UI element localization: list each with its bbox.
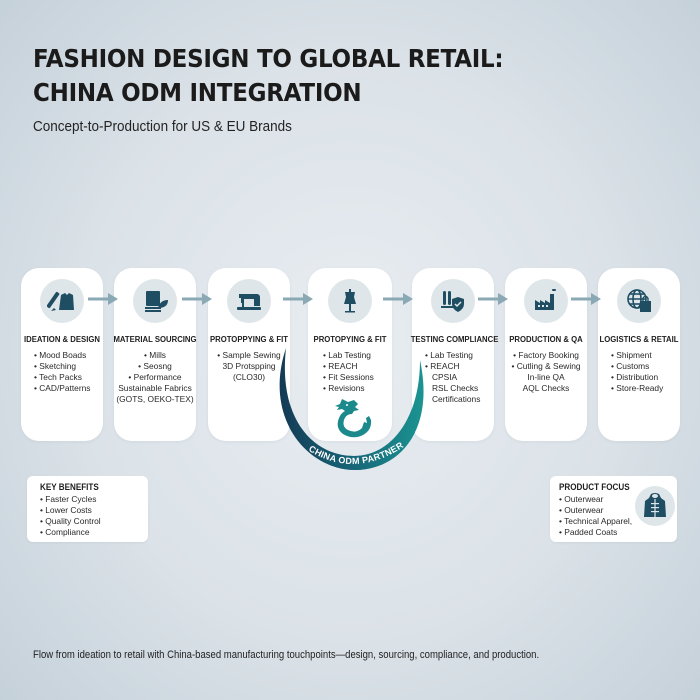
list-item: In-line QA xyxy=(527,372,565,382)
list-item: (GOTS, OEKO-TEX) xyxy=(116,394,194,404)
step-list: • Lab Testing • REACH • Fit Sessions • R… xyxy=(308,350,392,394)
step-list: • Sample Sewing 3D Protspping (CLO30) xyxy=(208,350,290,383)
list-item: • Sample Sewing xyxy=(217,350,281,360)
globe-shopping-bag-icon xyxy=(617,279,661,323)
step-card-testing-compliance[interactable]: TESTING COMPLIANCE • Lab Testing • REACH… xyxy=(410,268,499,441)
list-item: • REACH xyxy=(425,361,460,371)
step-card-logistics-retail[interactable]: LOGISTICS & RETAIL • Shipment • Customs … xyxy=(598,268,680,441)
list-item: • Fit Sessions xyxy=(323,372,374,382)
list-item: • Mood Boads xyxy=(34,350,87,360)
key-benefits-title: KEY BENEFITS xyxy=(40,482,99,492)
factory-icon xyxy=(524,279,568,323)
step-list: • Mills • Seosng • Performance Sustainab… xyxy=(114,350,196,405)
list-item: • Lower Costs xyxy=(40,505,92,515)
list-item: • Revisions xyxy=(323,383,365,393)
list-item: Certifications xyxy=(432,394,481,404)
product-focus-panel: PRODUCT FOCUS • Outerwear • Outerwear • … xyxy=(550,476,677,542)
test-tubes-shield-icon xyxy=(431,279,475,323)
list-item: • Store-Ready xyxy=(611,383,664,393)
title-line-2: CHINA ODM INTEGRATION xyxy=(33,78,362,107)
arrow-right-icon xyxy=(383,293,413,305)
step-card-production-qa[interactable]: PRODUCTION & QA • Factory Booking • Cutl… xyxy=(505,268,587,441)
list-item: • Factory Booking xyxy=(513,350,579,360)
list-item: • Lab Testing xyxy=(323,350,371,360)
step-list: • Mood Boads • Sketching • Tech Packs • … xyxy=(21,350,103,394)
list-item: Sustainable Fabrics xyxy=(118,383,192,393)
step-list: • Factory Booking • Cutling & Sewing In-… xyxy=(505,350,587,394)
list-item: • Performance xyxy=(128,372,182,382)
list-item: • Seosng xyxy=(138,361,172,371)
list-item: • Quality Control xyxy=(40,516,101,526)
arrow-right-icon xyxy=(88,293,118,305)
list-item: • Faster Cycles xyxy=(40,494,97,504)
list-item: • Compliance xyxy=(40,527,90,537)
page-title: FASHION DESIGN TO GLOBAL RETAIL: CHINA O… xyxy=(33,42,504,110)
list-item: CPSIA xyxy=(432,372,458,382)
step-card-ideation-design[interactable]: IDEATION & DESIGN • Mood Boads • Sketchi… xyxy=(21,268,103,441)
dragon-icon xyxy=(335,399,372,438)
arrow-right-icon xyxy=(478,293,508,305)
arrow-right-icon xyxy=(571,293,601,305)
list-item: 3D Protspping xyxy=(222,361,276,371)
list-item: • Technical Apparel, xyxy=(559,516,633,526)
list-item: • REACH xyxy=(323,361,358,371)
list-item: (CLO30) xyxy=(232,372,266,382)
step-card-prototyping-sewing[interactable]: PROTOPPYING & FIT • Sample Sewing 3D Pro… xyxy=(208,268,290,441)
step-title: IDEATION & DESIGN xyxy=(24,334,100,344)
fabric-swatch-leaf-icon xyxy=(133,279,177,323)
list-item: AQL Checks xyxy=(522,383,570,393)
list-item: • Sketching xyxy=(34,361,77,371)
key-benefits-list: • Faster Cycles • Lower Costs • Quality … xyxy=(40,494,148,538)
arrow-right-icon xyxy=(182,293,212,305)
step-title: PROTOPPYING & FIT xyxy=(209,334,289,344)
product-focus-title: PRODUCT FOCUS xyxy=(559,482,630,492)
dress-form-icon xyxy=(328,279,372,323)
step-title: MATERIAL SOURCING xyxy=(113,334,197,344)
list-item: • Lab Testing xyxy=(425,350,473,360)
sewing-machine-icon xyxy=(227,279,271,323)
step-card-material-sourcing[interactable]: MATERIAL SOURCING • Mills • Seosng • Per… xyxy=(113,268,197,441)
list-item: • Cutling & Sewing xyxy=(511,361,581,371)
footer-caption: Flow from ideation to retail with China-… xyxy=(33,649,540,661)
title-line-1: FASHION DESIGN TO GLOBAL RETAIL: xyxy=(33,44,504,73)
list-item: • CAD/Patterns xyxy=(34,383,91,393)
step-title: PRODUCTION & QA xyxy=(509,334,583,344)
list-item: • Shipment xyxy=(611,350,652,360)
step-title: PROTOPYING & FIT xyxy=(313,334,387,344)
list-item: RSL Checks xyxy=(432,383,479,393)
page-subtitle: Concept-to-Production for US & EU Brands xyxy=(33,118,292,135)
step-list: • Shipment • Customs • Distribution • St… xyxy=(598,350,680,394)
list-item: • Outerwear xyxy=(559,494,604,504)
list-item: • Tech Packs xyxy=(34,372,82,382)
arrow-right-icon xyxy=(283,293,313,305)
list-item: • Mills xyxy=(143,350,166,360)
pencil-jacket-icon xyxy=(40,279,84,323)
list-item: • Distribution xyxy=(611,372,659,382)
list-item: • Customs xyxy=(611,361,650,371)
key-benefits-panel: KEY BENEFITS • Faster Cycles • Lower Cos… xyxy=(27,476,148,542)
step-title: TESTING COMPLIANCE xyxy=(410,334,499,344)
step-title: LOGISTICS & RETAIL xyxy=(599,334,679,344)
puffer-jacket-icon xyxy=(635,486,675,526)
step-list: • Lab Testing • REACH CPSIA RSL Checks C… xyxy=(412,350,494,405)
list-item: • Padded Coats xyxy=(559,527,618,537)
product-focus-list: • Outerwear • Outerwear • Technical Appa… xyxy=(559,494,677,538)
list-item: • Outerwear xyxy=(559,505,604,515)
